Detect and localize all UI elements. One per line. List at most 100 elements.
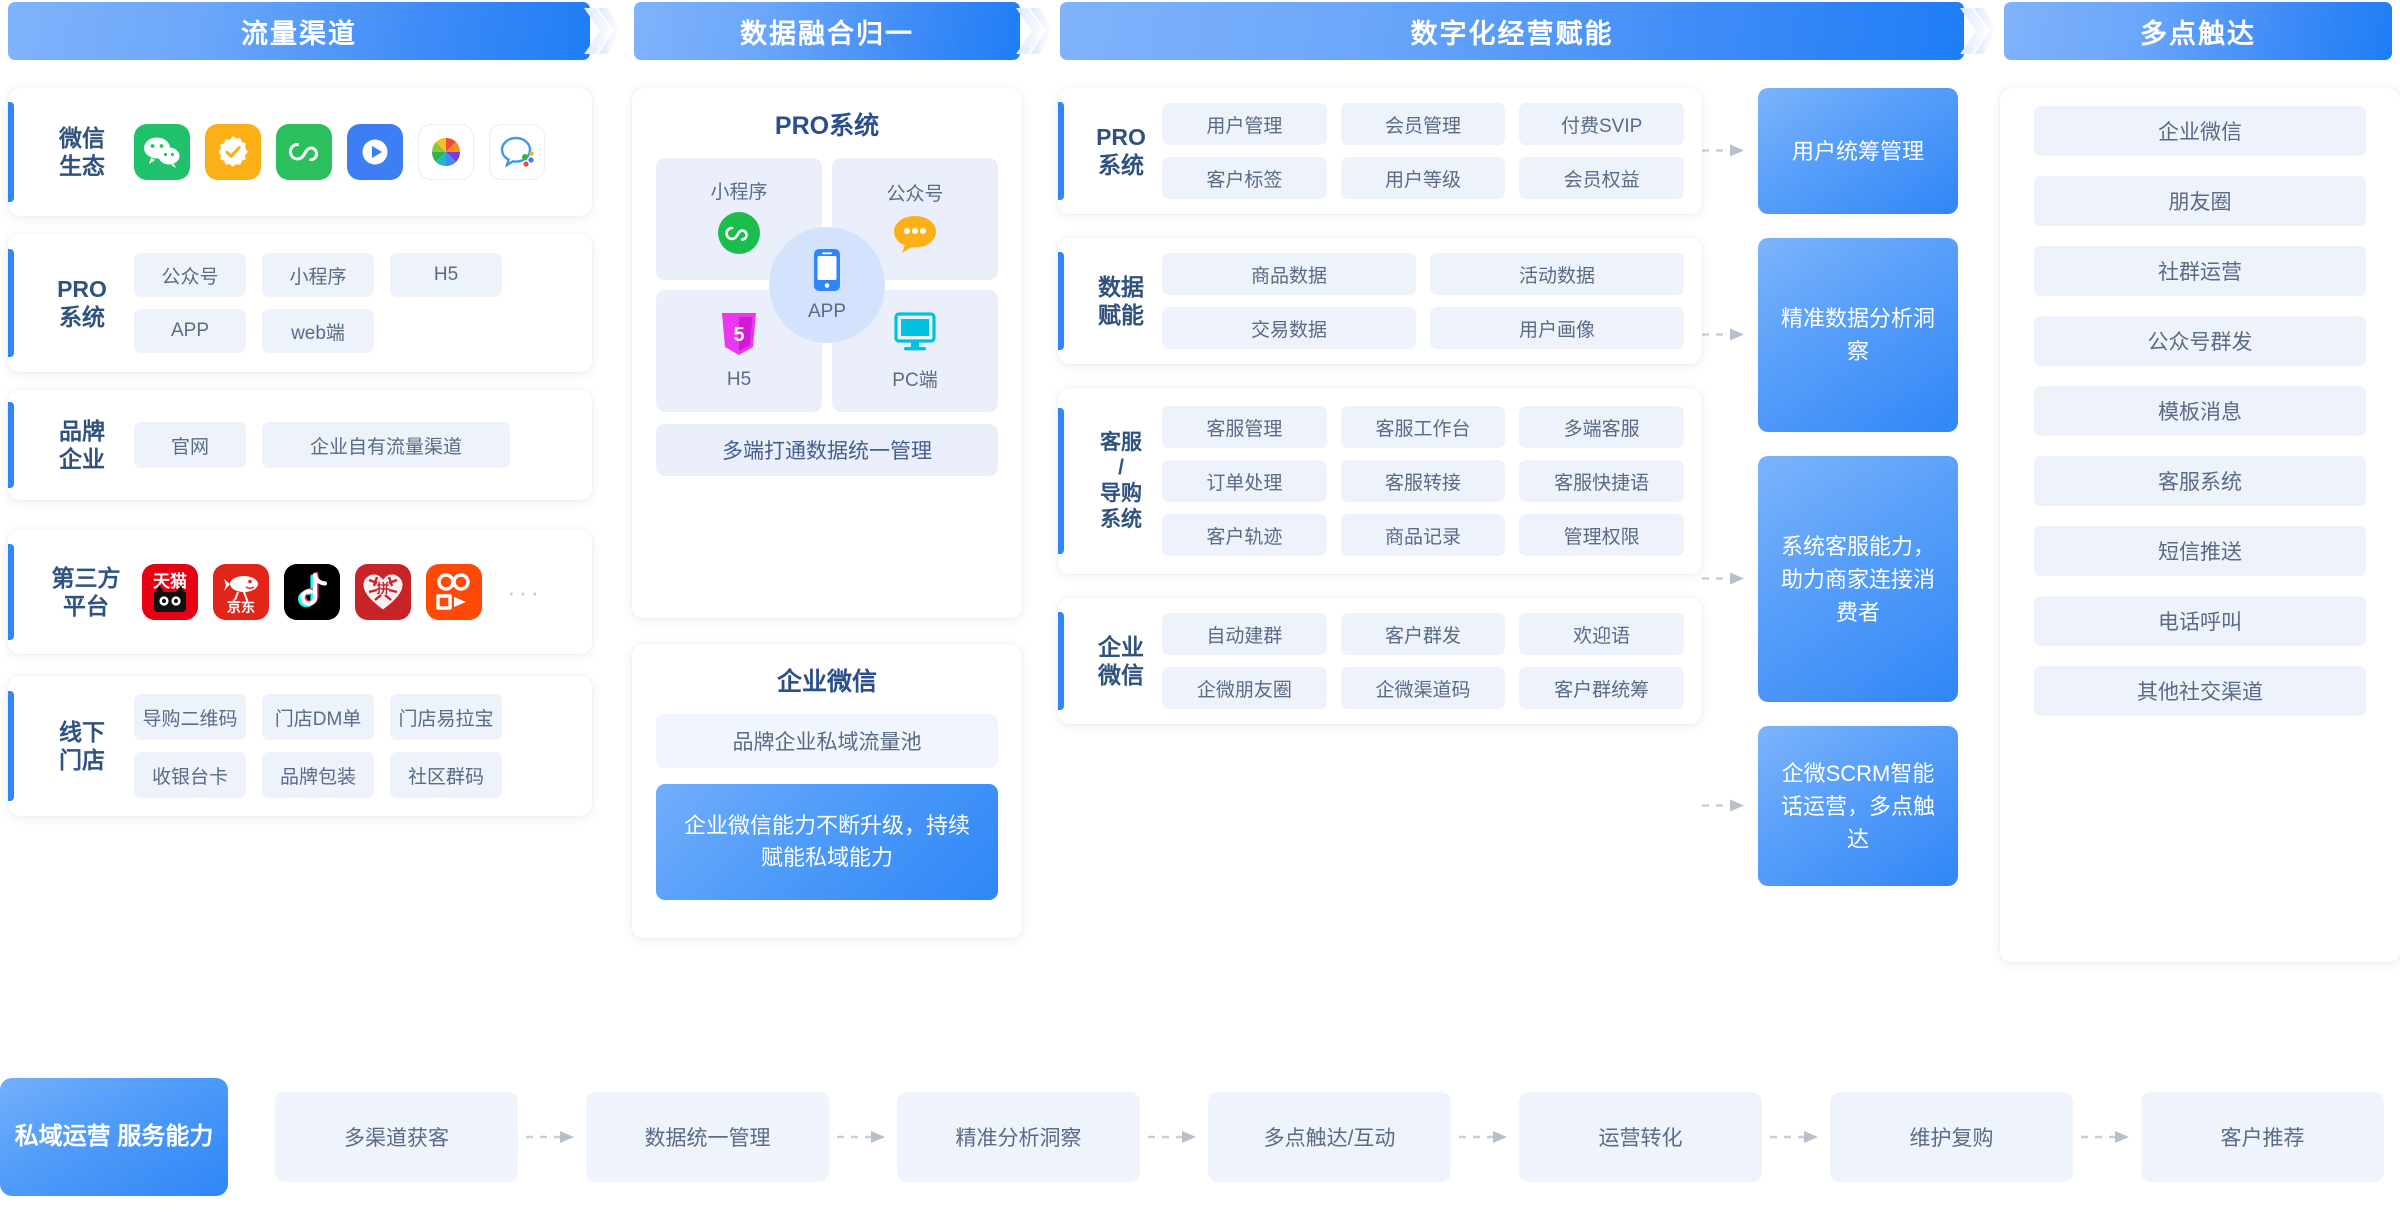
chip-community-operation[interactable]: 社群运营 xyxy=(2034,246,2366,296)
chip-transaction-data[interactable]: 交易数据 xyxy=(1162,307,1416,349)
flow-step-unified-data[interactable]: 数据统一管理 xyxy=(586,1092,829,1182)
chip-official-account[interactable]: 公众号 xyxy=(134,253,246,297)
mini-program-icon xyxy=(716,210,762,262)
wechat-pay-icon[interactable] xyxy=(205,124,261,180)
card-data-empowerment: 数据 赋能 商品数据 活动数据 交易数据 用户画像 xyxy=(1058,238,1702,364)
mini-program-icon[interactable] xyxy=(276,124,332,180)
chip-mini-program[interactable]: 小程序 xyxy=(262,253,374,297)
chip-cashier-card[interactable]: 收银台卡 xyxy=(134,752,246,798)
kuaishou-logo[interactable] xyxy=(426,564,482,620)
jd-logo[interactable]: 京东 xyxy=(213,564,269,620)
banner-label: 多点触达 xyxy=(2140,18,2256,49)
chip-user-level[interactable]: 用户等级 xyxy=(1340,157,1506,199)
chip-community-qr[interactable]: 社区群码 xyxy=(390,752,502,798)
banner-digital-empowerment: 数字化经营赋能 xyxy=(1060,2,1964,60)
app-label: APP xyxy=(807,301,847,322)
wechat-icon[interactable] xyxy=(134,124,190,180)
chip-own-traffic-channel[interactable]: 企业自有流量渠道 xyxy=(262,422,510,468)
flow-arrow-6 xyxy=(2073,1129,2141,1145)
pro-system-quadrants: 小程序 公众号 H5 5 xyxy=(656,158,998,412)
data-capability-grid: 商品数据 活动数据 交易数据 用户画像 xyxy=(1162,253,1702,349)
chip-customer-tags[interactable]: 客户标签 xyxy=(1162,157,1327,199)
chip-user-profile[interactable]: 用户画像 xyxy=(1430,307,1684,349)
flow-step-analysis[interactable]: 精准分析洞察 xyxy=(897,1092,1140,1182)
chip-order-processing[interactable]: 订单处理 xyxy=(1162,460,1327,502)
chip-private-traffic-pool[interactable]: 品牌企业私域流量池 xyxy=(656,714,998,768)
banner-multi-touch: 多点触达 xyxy=(2004,2,2392,60)
flow-step-acquisition[interactable]: 多渠道获客 xyxy=(275,1092,518,1182)
chip-customer-broadcast[interactable]: 客户群发 xyxy=(1340,613,1506,655)
chip-other-social-channels[interactable]: 其他社交渠道 xyxy=(2034,666,2366,716)
more-platforms-ellipsis: ··· xyxy=(507,576,542,607)
chip-customer-trace[interactable]: 客户轨迹 xyxy=(1162,514,1327,556)
chip-official-website[interactable]: 官网 xyxy=(134,422,246,468)
mobile-phone-icon xyxy=(809,247,845,299)
pinduoduo-logo[interactable]: 拼 xyxy=(355,564,411,620)
chip-wecom-channel-code[interactable]: 企微渠道码 xyxy=(1340,667,1506,709)
chip-web[interactable]: web端 xyxy=(262,309,374,353)
flow-arrow-2 xyxy=(829,1129,897,1145)
chip-sms-push[interactable]: 短信推送 xyxy=(2034,526,2366,576)
app-center-bubble[interactable]: APP xyxy=(769,227,885,343)
chip-store-banner[interactable]: 门店易拉宝 xyxy=(390,694,502,740)
chip-customer-group-coordination[interactable]: 客户群统筹 xyxy=(1519,667,1684,709)
chip-service-quick-reply[interactable]: 客服快捷语 xyxy=(1519,460,1684,502)
svg-text:天猫: 天猫 xyxy=(153,571,187,591)
quadrant-label: 公众号 xyxy=(886,183,944,205)
chip-welcome-message[interactable]: 欢迎语 xyxy=(1519,613,1684,655)
chip-campaign-data[interactable]: 活动数据 xyxy=(1430,253,1684,295)
flow-step-retention[interactable]: 维护复购 xyxy=(1830,1092,2073,1182)
chip-phone-call[interactable]: 电话呼叫 xyxy=(2034,596,2366,646)
label-data-empowerment: 数据 赋能 xyxy=(1098,273,1144,328)
chip-brand-packaging[interactable]: 品牌包装 xyxy=(262,752,374,798)
chip-service-system[interactable]: 客服系统 xyxy=(2034,456,2366,506)
chip-moments[interactable]: 朋友圈 xyxy=(2034,176,2366,226)
chip-user-management[interactable]: 用户管理 xyxy=(1162,103,1327,145)
data-fusion-column: PRO系统 小程序 公众号 H5 5 xyxy=(632,88,1022,938)
chip-auto-group[interactable]: 自动建群 xyxy=(1162,613,1327,655)
private-domain-capability-badge: 私域运营 服务能力 xyxy=(0,1078,228,1196)
chip-service-transfer[interactable]: 客服转接 xyxy=(1340,460,1506,502)
chip-product-record[interactable]: 商品记录 xyxy=(1340,514,1506,556)
chip-multi-terminal-service[interactable]: 多端客服 xyxy=(1519,406,1684,448)
outcome-column: 用户统筹管理 精准数据分析洞察 系统客服能力，助力商家连接消费者 企微SCRM智… xyxy=(1702,88,1958,886)
flow-arrow-5 xyxy=(1762,1129,1830,1145)
flow-arrow-3 xyxy=(1140,1129,1208,1145)
chip-template-message[interactable]: 模板消息 xyxy=(2034,386,2366,436)
chip-product-data[interactable]: 商品数据 xyxy=(1162,253,1416,295)
card-pro-system-capabilities: PRO 系统 用户管理 会员管理 付费SVIP 客户标签 用户等级 会员权益 xyxy=(1058,88,1702,214)
label-third-party: 第三方 平台 xyxy=(51,564,121,619)
card-wechat-ecosystem: 微信 生态 xyxy=(8,88,592,216)
douyin-logo[interactable] xyxy=(284,564,340,620)
banner-label: 数字化经营赋能 xyxy=(1410,18,1614,49)
wechat-customer-service-icon[interactable] xyxy=(489,124,545,180)
chevron-arrow-2 xyxy=(1014,4,1054,58)
chip-member-management[interactable]: 会员管理 xyxy=(1340,103,1506,145)
chip-store-dm[interactable]: 门店DM单 xyxy=(262,694,374,740)
chip-multi-terminal-data[interactable]: 多端打通数据统一管理 xyxy=(656,424,998,476)
wechat-channels-icon[interactable] xyxy=(347,124,403,180)
tmall-logo[interactable]: 天猫 xyxy=(142,564,198,620)
pro-system-chip-grid: 公众号 小程序 H5 APP web端 xyxy=(134,253,524,353)
chip-app[interactable]: APP xyxy=(134,309,246,353)
traffic-channel-column: 微信 生态 xyxy=(0,88,600,816)
chip-service-management[interactable]: 客服管理 xyxy=(1162,406,1327,448)
quadrant-official-account[interactable]: 公众号 xyxy=(832,158,998,280)
flow-step-conversion[interactable]: 运营转化 xyxy=(1519,1092,1762,1182)
chip-wecom-moments[interactable]: 企微朋友圈 xyxy=(1162,667,1327,709)
chip-official-account-broadcast[interactable]: 公众号群发 xyxy=(2034,316,2366,366)
chip-member-benefits[interactable]: 会员权益 xyxy=(1519,157,1684,199)
chip-service-workbench[interactable]: 客服工作台 xyxy=(1340,406,1506,448)
wechat-shop-icon[interactable] xyxy=(418,124,474,180)
chip-guide-qr[interactable]: 导购二维码 xyxy=(134,694,246,740)
flow-step-referral[interactable]: 客户推荐 xyxy=(2141,1092,2384,1182)
card-pro-system-channels: PRO 系统 公众号 小程序 H5 APP web端 xyxy=(8,234,592,372)
chip-paid-svip[interactable]: 付费SVIP xyxy=(1519,103,1684,145)
chip-wecom[interactable]: 企业微信 xyxy=(2034,106,2366,156)
chip-management-permission[interactable]: 管理权限 xyxy=(1519,514,1684,556)
card-pro-system-fusion: PRO系统 小程序 公众号 H5 5 xyxy=(632,88,1022,618)
touchpoint-column: 企业微信 朋友圈 社群运营 公众号群发 模板消息 客服系统 短信推送 电话呼叫 … xyxy=(2000,88,2400,962)
third-party-logo-group: 天猫 京东 拼 ··· xyxy=(142,564,542,620)
flow-step-touch-interaction[interactable]: 多点触达/互动 xyxy=(1208,1092,1451,1182)
chip-h5[interactable]: H5 xyxy=(390,253,502,297)
